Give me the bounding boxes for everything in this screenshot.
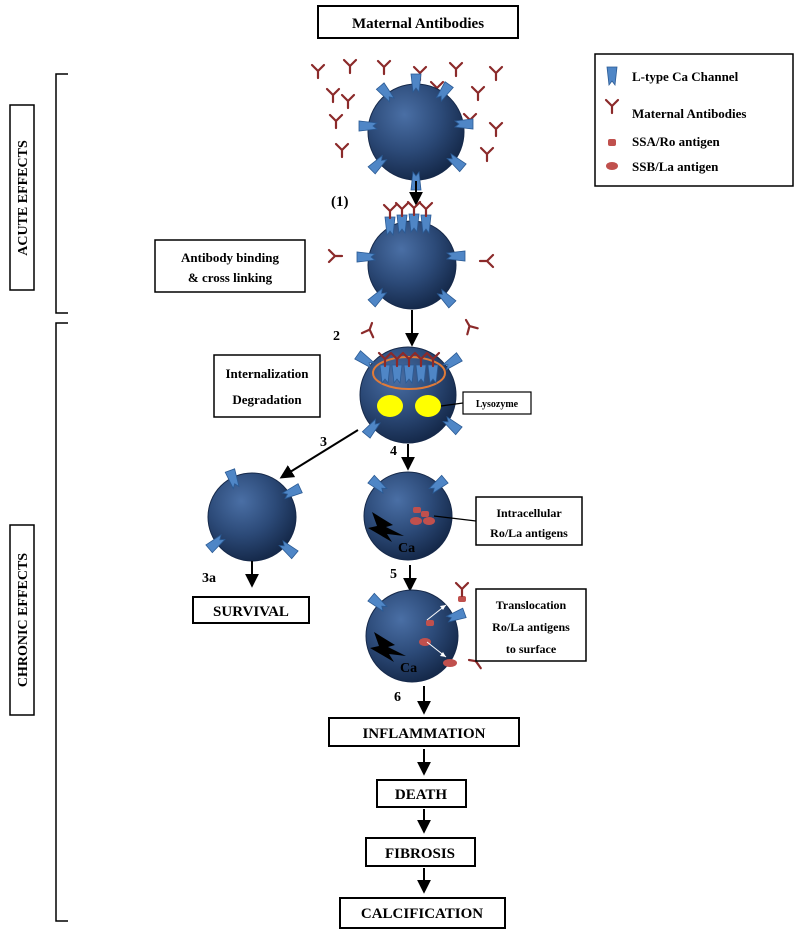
translocation-callout: Translocation Ro/La antigens to surface xyxy=(475,588,587,662)
calcium-influx-icon xyxy=(368,512,404,542)
inflammation-label: INFLAMMATION xyxy=(362,726,485,742)
intracellular-line-1: Intracellular xyxy=(496,506,562,520)
lysozyme-callout: Lysozyme xyxy=(462,391,532,415)
legend-ssb-label: SSB/La antigen xyxy=(632,159,719,174)
legend-ssa-label: SSA/Ro antigen xyxy=(632,134,721,149)
legend-ssb-icon xyxy=(606,162,618,170)
acute-bracket: ACUTE EFFECTS xyxy=(9,73,68,314)
chronic-effects-label: CHRONIC EFFECTS xyxy=(16,553,31,687)
calcification-box: CALCIFICATION xyxy=(339,897,506,929)
fibrosis-label: FIBROSIS xyxy=(385,846,455,862)
legend: L-type Ca Channel Maternal Antibodies SS… xyxy=(594,53,794,187)
title-text: Maternal Antibodies xyxy=(352,16,484,32)
arrow-step-3 xyxy=(279,429,359,479)
title-box: Maternal Antibodies xyxy=(317,5,519,39)
fibrosis-box: FIBROSIS xyxy=(365,837,476,867)
calcification-label: CALCIFICATION xyxy=(361,906,483,922)
cell-internalization xyxy=(354,346,463,444)
legend-box xyxy=(594,53,794,187)
internalization-line-2: Degradation xyxy=(232,392,302,407)
cell-translocation: Ca xyxy=(365,581,484,683)
step-2-label: 2 xyxy=(333,329,340,344)
cell-binding xyxy=(327,200,495,339)
lysosome-1 xyxy=(377,395,403,417)
translocation-line-3: to surface xyxy=(506,642,557,656)
step-5-label: 5 xyxy=(390,567,397,582)
lysozyme-pointer xyxy=(440,402,464,407)
acute-effects-label: ACUTE EFFECTS xyxy=(16,140,31,256)
survival-box: SURVIVAL xyxy=(192,596,310,624)
translocation-line-1: Translocation xyxy=(496,598,567,612)
calcium-influx-icon-2 xyxy=(370,632,406,662)
legend-antibody-label: Maternal Antibodies xyxy=(632,106,746,121)
intracellular-line-2: Ro/La antigens xyxy=(490,526,568,540)
internalization-callout: Internalization Degradation xyxy=(213,354,321,418)
lysozyme-label: Lysozyme xyxy=(476,399,519,410)
legend-channel-label: L-type Ca Channel xyxy=(632,69,739,84)
cell-intracellular-antigens: Ca xyxy=(363,471,453,561)
endocytic-vesicle xyxy=(372,356,446,390)
step-3-label: 3 xyxy=(320,435,327,450)
binding-line-2: & cross linking xyxy=(188,270,273,285)
cell-survival xyxy=(205,468,303,562)
inflammation-box: INFLAMMATION xyxy=(328,717,520,747)
translocation-line-2: Ro/La antigens xyxy=(492,620,570,634)
step-3a-label: 3a xyxy=(202,571,216,586)
cell-initial xyxy=(358,73,474,191)
chronic-bracket: CHRONIC EFFECTS xyxy=(9,322,68,922)
survival-label: SURVIVAL xyxy=(213,604,289,620)
step-1-label: (1) xyxy=(331,194,349,210)
step-6-label: 6 xyxy=(394,690,401,705)
legend-ssa-icon xyxy=(608,139,616,146)
internalization-line-1: Internalization xyxy=(225,366,309,381)
intracellular-callout: Intracellular Ro/La antigens xyxy=(475,496,583,546)
death-box: DEATH xyxy=(376,779,467,808)
binding-callout: Antibody binding & cross linking xyxy=(154,239,306,293)
intracellular-pointer xyxy=(433,515,477,522)
lysosome-2 xyxy=(415,395,441,417)
ca-label-2: Ca xyxy=(400,661,417,676)
ca-label-1: Ca xyxy=(398,541,415,556)
step-4-label: 4 xyxy=(390,444,397,459)
binding-line-1: Antibody binding xyxy=(181,250,279,265)
death-label: DEATH xyxy=(395,787,448,803)
